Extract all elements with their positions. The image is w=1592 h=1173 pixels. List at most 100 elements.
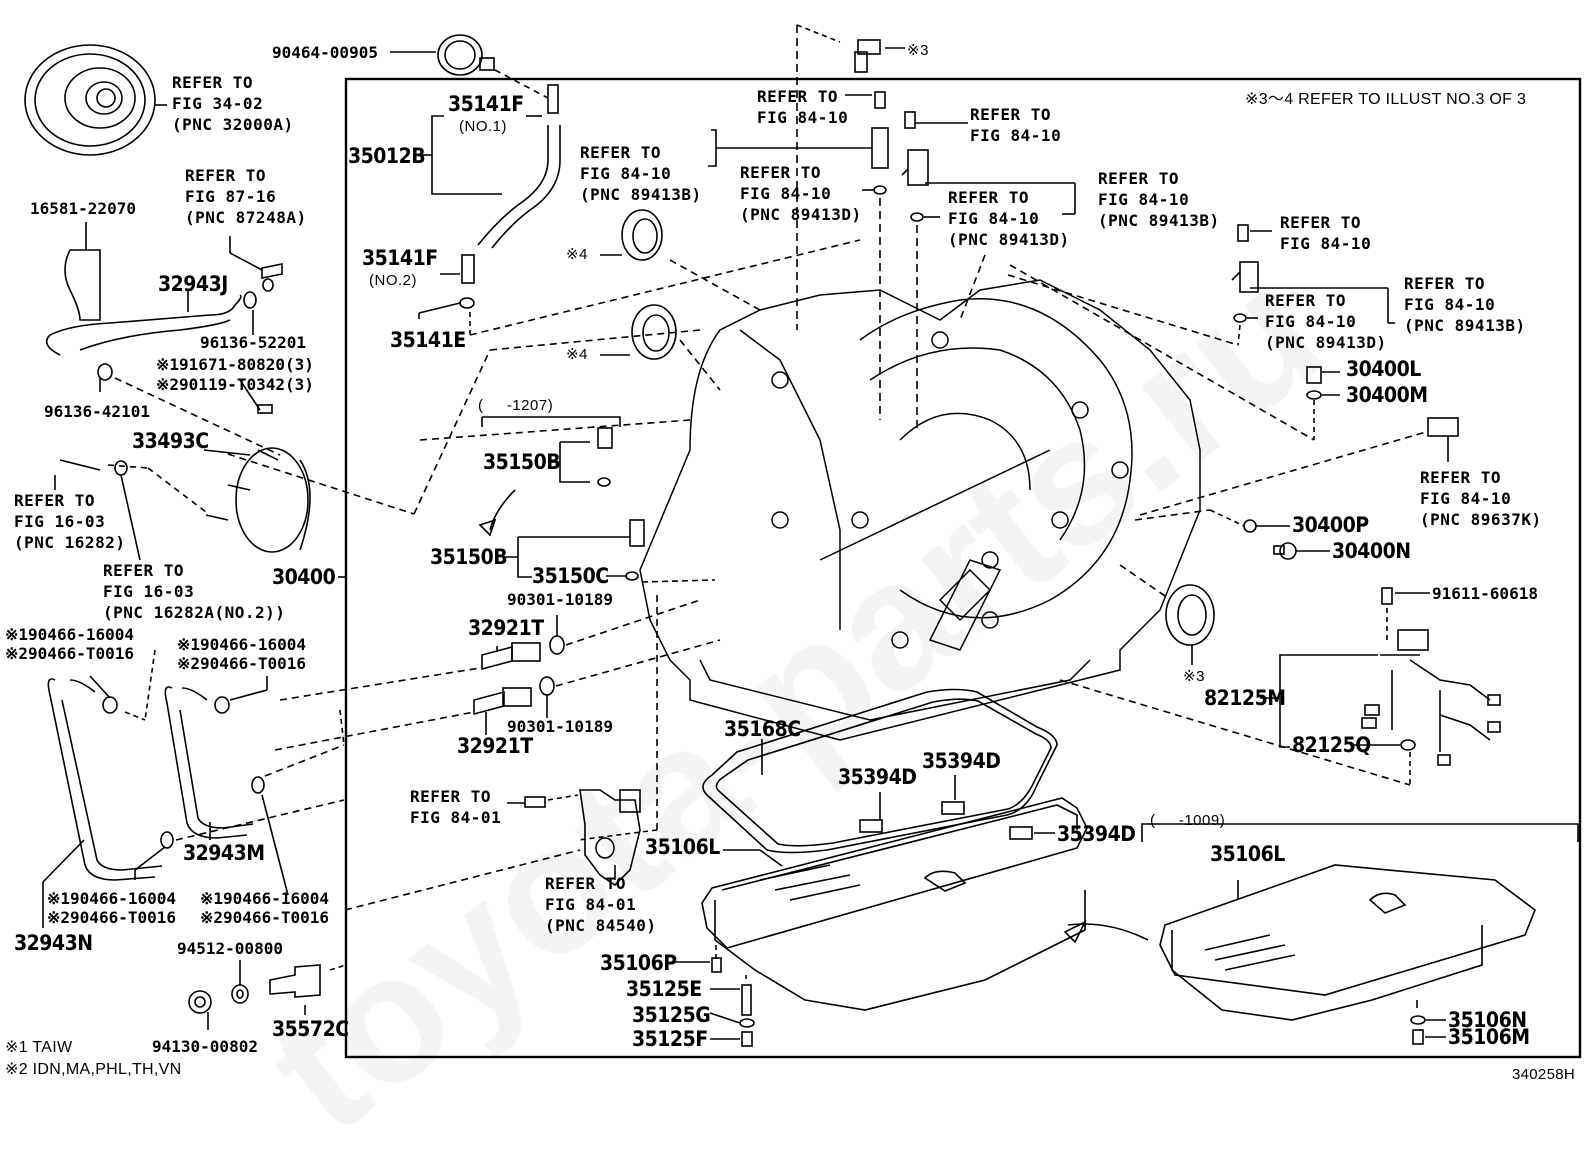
hose-32943N-icon (47, 678, 163, 881)
magnet-icon (859, 819, 883, 833)
ref-fig-84-10-right: REFER TO FIG 84-10 (1280, 213, 1372, 253)
part-30400P: 30400P (1292, 513, 1369, 537)
part-32921T-a: 32921T (468, 616, 544, 640)
ref-fig-84-10-top-a: REFER TO FIG 84-10 (757, 87, 849, 127)
part-35394D-b: 35394D (838, 765, 917, 789)
diagram-drawing (24, 24, 1582, 1059)
pan-gasket-icon (702, 688, 1058, 854)
drain-plug-icon (1412, 1029, 1424, 1045)
leader-dashed (494, 69, 549, 99)
oil-seal-icon (621, 209, 663, 261)
part-35106L-b: 35106L (1210, 842, 1285, 866)
neutral-switch-icon (579, 789, 641, 887)
hose-32943J-icon (45, 290, 257, 356)
ref-fig-84-10-89413B-b: REFER TO FIG 84-10 (PNC 89413B) (1098, 169, 1220, 230)
part-94130-00802: 94130-00802 (152, 1037, 258, 1056)
bolt-icon (524, 796, 546, 808)
no1-label: (NO.1) (459, 118, 507, 135)
part-35106P: 35106P (600, 951, 677, 975)
union-fitting-icon (473, 687, 532, 716)
ref-fig-84-10-89413D-c: REFER TO FIG 84-10 (PNC 89413D) (1265, 291, 1387, 352)
part-191671-80820: ※191671-80820(3) (156, 355, 314, 374)
ref-fig-84-01: REFER TO FIG 84-01 (410, 787, 502, 827)
oil-seal-icon (631, 304, 677, 360)
part-33493C: 33493C (132, 429, 209, 453)
clamp-icon (251, 776, 265, 794)
footnote-2: ※2 IDN,MA,PHL,TH,VN (5, 1061, 182, 1078)
part-30400M: 30400M (1346, 383, 1428, 407)
ref-fig-16-03-b: REFER TO FIG 16-03 (PNC 16282A(NO.2)) (103, 561, 286, 622)
o-ring-icon (459, 297, 475, 309)
part-96136-42101: 96136-42101 (44, 402, 150, 421)
o-ring-icon (625, 571, 639, 581)
valve-icon (629, 519, 645, 547)
ref-fig-84-10-89413D-b: REFER TO FIG 84-10 (PNC 89413D) (948, 188, 1070, 249)
gasket-icon (739, 1018, 755, 1028)
part-35394D-a: 35394D (922, 749, 1001, 773)
part-82125Q: 82125Q (1292, 733, 1371, 757)
ref-fig-84-10-89413B-c: REFER TO FIG 84-10 (PNC 89413B) (1404, 274, 1526, 335)
ref-fig-16-03-a: REFER TO FIG 16-03 (PNC 16282) (14, 491, 126, 552)
magnet-icon (1009, 826, 1033, 840)
fitting-icon (229, 236, 283, 292)
clamp-label-b: ※190466-16004 ※290466-T0016 (177, 635, 306, 673)
part-32943N: 32943N (14, 931, 93, 955)
bracket-icon (269, 964, 321, 998)
clamp-label-d: ※190466-16004 ※290466-T0016 (200, 889, 329, 927)
clamp-small-icon (97, 363, 113, 381)
part-35168C: 35168C (724, 717, 801, 741)
ref-fig-84-10-top-b: REFER TO FIG 84-10 (970, 105, 1062, 145)
part-35572C: 35572C (272, 1017, 349, 1041)
clamp-icon (390, 34, 495, 76)
part-91611-60618: 91611-60618 (1432, 584, 1538, 603)
clamp-icon (102, 696, 118, 714)
part-35125F: 35125F (632, 1027, 708, 1051)
valve-icon (597, 427, 613, 449)
ref-fig-87-16: REFER TO FIG 87-16 (PNC 87248A) (185, 166, 307, 227)
part-94512-00800: 94512-00800 (177, 939, 283, 958)
illustration-id: 340258H (1512, 1066, 1575, 1083)
part-35106L-a: 35106L (645, 835, 720, 859)
gasket-icon (1410, 1015, 1426, 1025)
part-35125E: 35125E (626, 977, 702, 1001)
part-90301-10189-b: 90301-10189 (507, 717, 613, 736)
oil-cooler-icon (203, 379, 311, 553)
bolt-icon (854, 39, 881, 73)
oil-seal-icon (1165, 584, 1215, 646)
drain-bolt-icon (711, 957, 722, 973)
parts-diagram: toyota-parts.ru (5, 24, 1582, 1171)
seal-ref-4b: ※4 (566, 346, 588, 363)
part-30400: 30400 (272, 565, 336, 589)
speed-sensor-icon (901, 149, 929, 186)
footnote-1: ※1 TAIW (5, 1039, 73, 1056)
plug-icon (1306, 366, 1322, 384)
date-range-1207: ( -1207) (478, 397, 554, 414)
date-range-1009: ( -1009) (1150, 812, 1226, 829)
o-ring-icon (1233, 313, 1247, 323)
part-290119-T0342: ※290119-T0342(3) (156, 375, 314, 394)
union-fitting-icon (481, 642, 541, 671)
plug-icon (1243, 519, 1257, 533)
speed-sensor-icon (1427, 417, 1459, 437)
part-35150C: 35150C (532, 564, 609, 588)
part-32943J: 32943J (158, 272, 228, 296)
part-35106M: 35106M (1448, 1025, 1530, 1049)
part-30400L: 30400L (1346, 357, 1421, 381)
o-ring-icon (549, 635, 565, 655)
clamp-icon (160, 831, 174, 849)
seal-ref-4a: ※4 (566, 246, 588, 263)
o-ring-icon (1400, 739, 1416, 751)
oil-tube-icon (461, 84, 561, 284)
part-35141E: 35141E (390, 328, 466, 352)
part-90464-00905: 90464-00905 (272, 43, 378, 62)
bolt-icon (1381, 587, 1393, 605)
part-16581-22070: 16581-22070 (30, 199, 136, 218)
main-frame (344, 77, 1582, 1059)
part-35150B-b: 35150B (430, 545, 508, 569)
part-35141F-no1: 35141F (448, 92, 524, 116)
part-35141F-no2: 35141F (362, 246, 438, 270)
part-30400N: 30400N (1332, 539, 1411, 563)
hose-32943M-icon (164, 686, 254, 839)
o-ring-icon (873, 185, 887, 195)
washer-icon (231, 984, 249, 1004)
